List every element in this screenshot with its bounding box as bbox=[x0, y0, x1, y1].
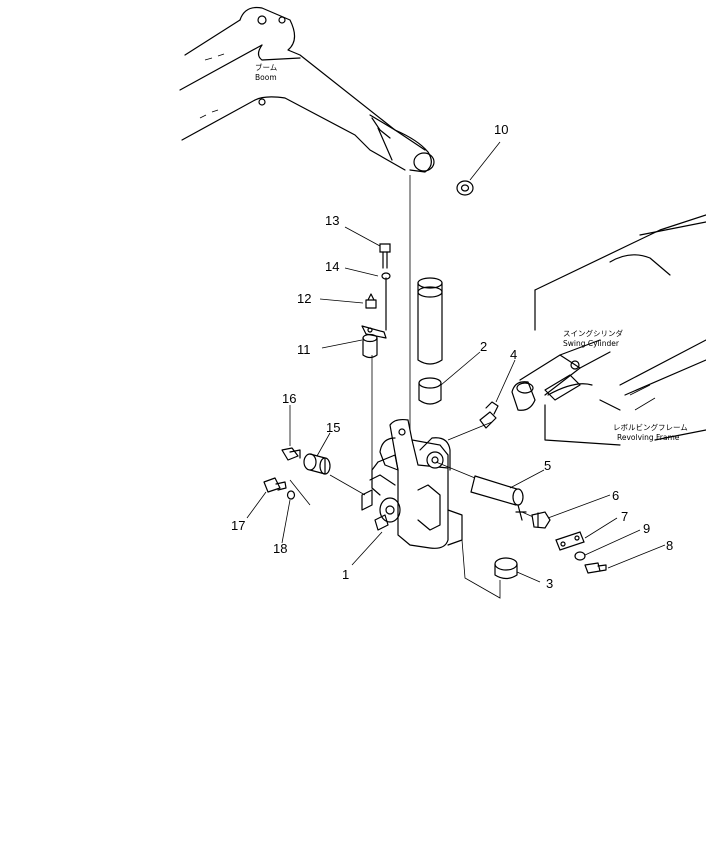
boom-label: ブーム Boom bbox=[255, 62, 277, 82]
callout-3: 3 bbox=[546, 576, 553, 591]
revolving-frame bbox=[534, 214, 706, 446]
callout-11: 11 bbox=[297, 342, 311, 357]
boom bbox=[179, 6, 435, 173]
callout-15: 15 bbox=[326, 420, 340, 435]
swing-cylinder-label-en: Swing Cylinder bbox=[563, 339, 620, 348]
part-2-pin bbox=[417, 277, 443, 405]
part-7-plate bbox=[555, 531, 585, 551]
part-6-nipple bbox=[531, 511, 551, 529]
part-9-washer bbox=[574, 551, 586, 561]
part-12-fitting bbox=[365, 293, 377, 309]
part-18-washer bbox=[286, 490, 296, 500]
callout-5: 5 bbox=[544, 458, 551, 473]
swing-cylinder-label-jp: スイングシリンダ bbox=[563, 328, 623, 338]
callout-6: 6 bbox=[612, 488, 619, 503]
callout-1: 1 bbox=[342, 567, 349, 582]
leader-lines bbox=[246, 141, 666, 583]
part-5-pin bbox=[470, 475, 527, 521]
boom-label-en: Boom bbox=[255, 73, 277, 82]
part-15-bushing bbox=[303, 453, 331, 475]
part-17-bolt bbox=[263, 477, 287, 493]
part-16-fitting bbox=[281, 447, 301, 461]
callouts: 10 13 14 12 11 2 4 16 15 5 6 7 9 8 17 18… bbox=[231, 122, 673, 591]
part-8-bolt bbox=[584, 562, 607, 574]
part-13-bolt bbox=[379, 243, 391, 331]
boom-label-jp: ブーム bbox=[255, 62, 277, 72]
callout-7: 7 bbox=[621, 509, 628, 524]
swing-cylinder-label: スイングシリンダ Swing Cylinder bbox=[563, 328, 623, 348]
callout-18: 18 bbox=[273, 541, 287, 556]
swing-bracket bbox=[361, 418, 463, 549]
revolving-frame-label-jp: レボルビングフレーム bbox=[613, 422, 688, 432]
callout-17: 17 bbox=[231, 518, 245, 533]
callout-12: 12 bbox=[297, 291, 311, 306]
part-3-plug bbox=[494, 557, 518, 580]
part-10-washer bbox=[456, 180, 474, 196]
revolving-frame-label: レボルビングフレーム Revolving Frame bbox=[613, 422, 688, 442]
callout-13: 13 bbox=[325, 213, 339, 228]
callout-9: 9 bbox=[643, 521, 650, 536]
callout-10: 10 bbox=[494, 122, 508, 137]
callout-4: 4 bbox=[510, 347, 517, 362]
swing-cylinder bbox=[511, 339, 611, 411]
callout-8: 8 bbox=[666, 538, 673, 553]
revolving-frame-label-en: Revolving Frame bbox=[617, 433, 680, 442]
part-11-sleeve bbox=[361, 325, 387, 359]
part-4-grease-fitting bbox=[479, 401, 499, 429]
assembly-lines bbox=[289, 175, 541, 599]
callout-16: 16 bbox=[282, 391, 296, 406]
callout-14: 14 bbox=[325, 259, 339, 274]
callout-2: 2 bbox=[480, 339, 487, 354]
